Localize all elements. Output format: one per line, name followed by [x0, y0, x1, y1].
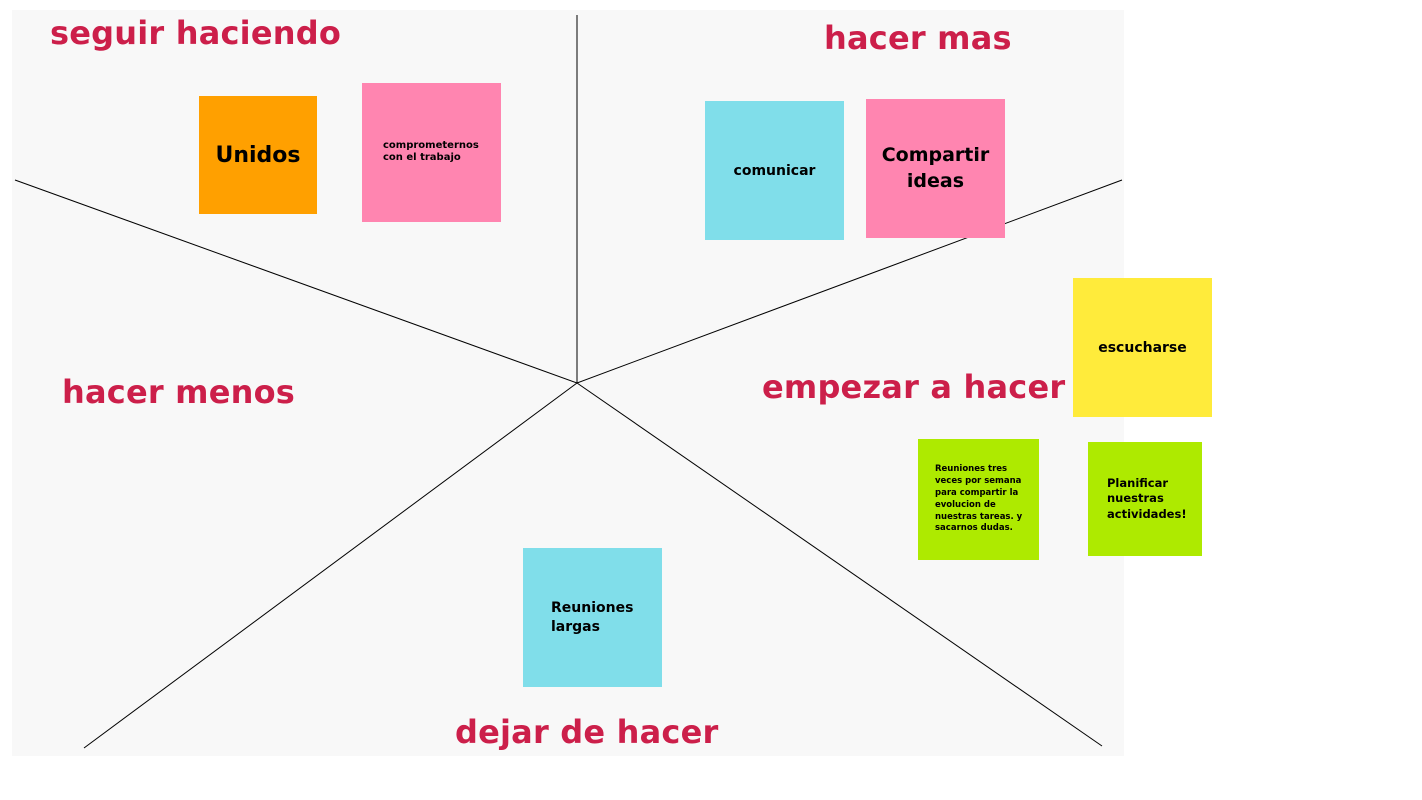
- sticky-note-unidos[interactable]: Unidos: [199, 96, 317, 214]
- sticky-note-text: escucharse: [1098, 339, 1187, 356]
- divider-lower-left: [83, 382, 578, 749]
- sticky-note-text: Unidos: [215, 142, 301, 168]
- sticky-note-escucharse[interactable]: escucharse: [1073, 278, 1212, 417]
- sticky-note-text: Reuniones tres veces por semana para com…: [935, 464, 1023, 534]
- sticky-note-planificar[interactable]: Planificar nuestras actividades!: [1088, 442, 1202, 556]
- sticky-note-comprometernos[interactable]: comprometernos con el trabajo: [362, 83, 501, 222]
- section-title-seguir-haciendo: seguir haciendo: [50, 14, 342, 52]
- divider-lower-right: [576, 382, 1103, 747]
- section-title-empezar-a-hacer: empezar a hacer: [762, 368, 1066, 406]
- sticky-note-text: comunicar: [733, 162, 816, 179]
- divider-upper-left: [14, 179, 578, 384]
- sticky-note-text: Planificar nuestras actividades!: [1107, 475, 1187, 521]
- section-title-hacer-mas: hacer mas: [824, 19, 1012, 57]
- sticky-note-compartir-ideas[interactable]: Compartir ideas: [866, 99, 1005, 238]
- sticky-note-reuniones-tres-veces[interactable]: Reuniones tres veces por semana para com…: [918, 439, 1039, 560]
- sticky-note-text: Compartir ideas: [881, 143, 990, 192]
- sticky-note-text: Reuniones largas: [551, 600, 634, 635]
- section-title-dejar-de-hacer: dejar de hacer: [455, 713, 719, 751]
- sticky-note-reuniones-largas[interactable]: Reuniones largas: [523, 548, 662, 687]
- sticky-note-text: comprometernos con el trabajo: [383, 140, 479, 163]
- section-title-hacer-menos: hacer menos: [62, 373, 296, 411]
- sticky-note-comunicar[interactable]: comunicar: [705, 101, 844, 240]
- divider-upper-right: [576, 179, 1123, 384]
